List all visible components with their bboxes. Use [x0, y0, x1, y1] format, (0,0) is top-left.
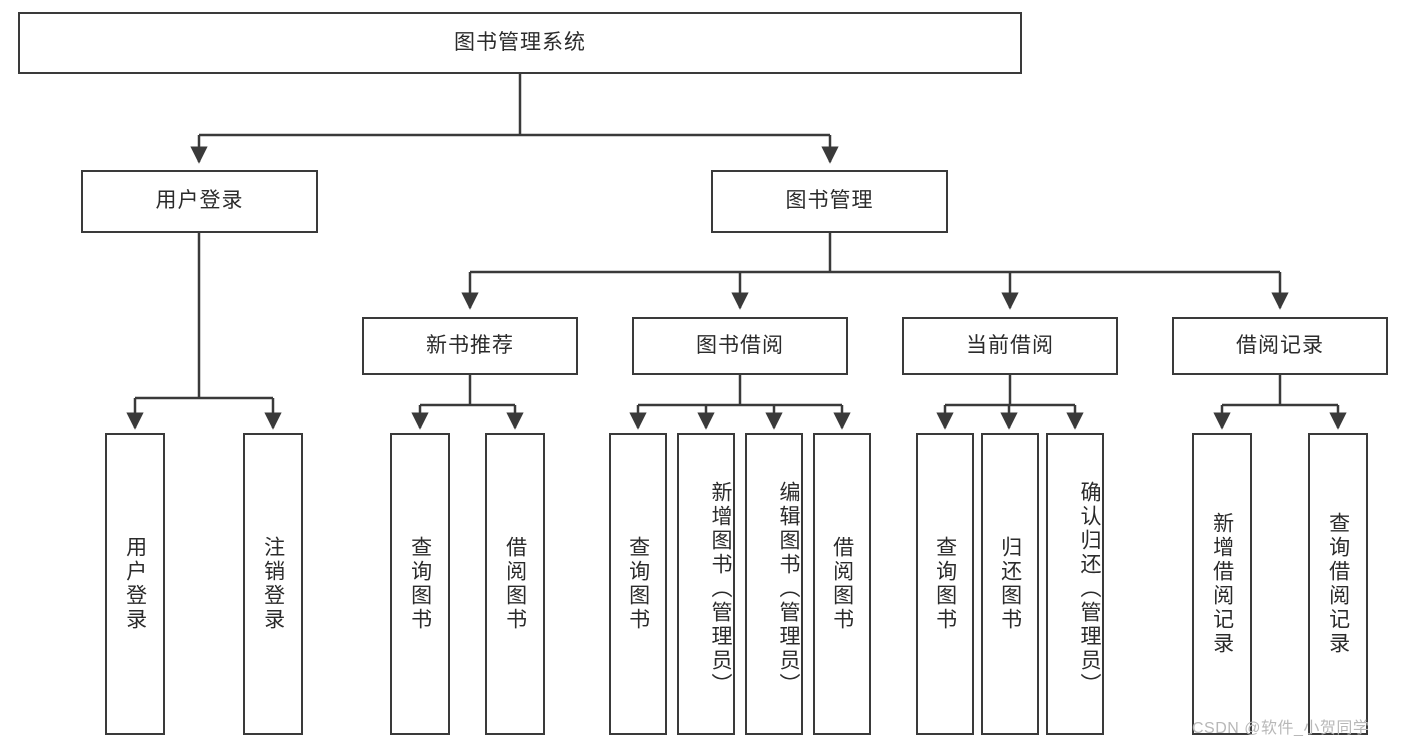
- leaf-query-books-current[interactable]: 查询图书: [916, 433, 974, 735]
- leaf-edit-book-admin[interactable]: 编辑图书（管理员）: [745, 433, 803, 735]
- leaf-query-books-recommend[interactable]: 查询图书: [390, 433, 450, 735]
- leaf-logout[interactable]: 注销登录: [243, 433, 303, 735]
- leaf-borrow-books-recommend[interactable]: 借阅图书: [485, 433, 545, 735]
- leaf-query-borrow-record[interactable]: 查询借阅记录: [1308, 433, 1368, 735]
- node-new-book-recommendation[interactable]: 新书推荐: [362, 317, 578, 375]
- node-root-system[interactable]: 图书管理系统: [18, 12, 1022, 74]
- leaf-confirm-return-admin[interactable]: 确认归还（管理员）: [1046, 433, 1104, 735]
- node-book-management[interactable]: 图书管理: [711, 170, 948, 233]
- leaf-add-borrow-record[interactable]: 新增借阅记录: [1192, 433, 1252, 735]
- node-user-login[interactable]: 用户登录: [81, 170, 318, 233]
- node-borrow-records[interactable]: 借阅记录: [1172, 317, 1388, 375]
- leaf-borrow-books-borrowing[interactable]: 借阅图书: [813, 433, 871, 735]
- leaf-add-book-admin[interactable]: 新增图书（管理员）: [677, 433, 735, 735]
- leaf-query-books-borrowing[interactable]: 查询图书: [609, 433, 667, 735]
- node-current-borrowing[interactable]: 当前借阅: [902, 317, 1118, 375]
- csdn-watermark: CSDN @软件_小贺同学: [1192, 720, 1370, 737]
- node-book-borrowing[interactable]: 图书借阅: [632, 317, 848, 375]
- leaf-user-login[interactable]: 用户登录: [105, 433, 165, 735]
- leaf-return-books[interactable]: 归还图书: [981, 433, 1039, 735]
